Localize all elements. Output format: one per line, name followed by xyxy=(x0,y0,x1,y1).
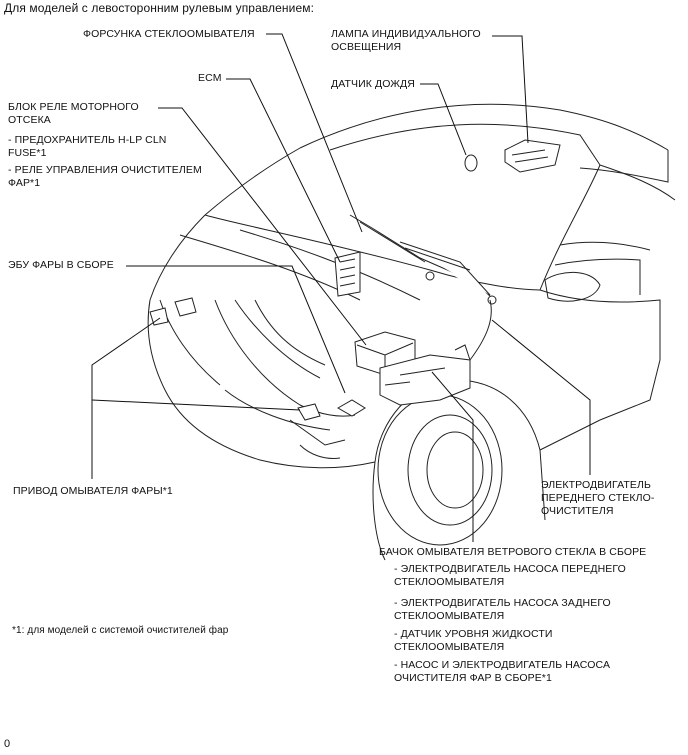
leader-lines xyxy=(91,33,591,542)
rain-sensor-part xyxy=(464,154,478,172)
component-parts xyxy=(149,139,561,421)
page-title: Для моделей с левосторонним рулевым упра… xyxy=(4,1,315,15)
label-tank-item3-line2: СТЕКЛООМЫВАТЕЛЯ xyxy=(394,641,505,653)
label-headlamp-ecu: ЭБУ ФАРЫ В СБОРЕ xyxy=(8,259,114,271)
label-tank-item3-line1: - ДАТЧИК УРОВНЯ ЖИДКОСТИ xyxy=(394,628,553,640)
leader-actuator-front xyxy=(91,399,301,411)
label-ecm: ECM xyxy=(198,72,222,84)
label-relay-block-line2: ОТСЕКА xyxy=(8,114,51,126)
label-relay-block-line1: БЛОК РЕЛЕ МОТОРНОГО xyxy=(8,101,139,113)
leader-washer-nozzle xyxy=(266,33,363,233)
label-washer-tank: БАЧОК ОМЫВАТЕЛЯ ВЕТРОВОГО СТЕКЛА В СБОРЕ xyxy=(379,546,647,558)
leader-ecm xyxy=(226,78,341,263)
leader-wiper-motor xyxy=(491,319,591,475)
washer-hose xyxy=(469,299,492,361)
label-fuse-line2: FUSE*1 xyxy=(8,147,47,159)
ecm-part xyxy=(334,251,361,297)
headlamp-ecu-part xyxy=(336,399,366,417)
label-fuse-line1: - ПРЕДОХРАНИТЕЛЬ H-LP CLN xyxy=(8,134,167,146)
label-room-lamp-line2: ОСВЕЩЕНИЯ xyxy=(331,41,402,53)
headlamp-washer-actuator-left xyxy=(149,307,169,326)
leader-actuator-left xyxy=(91,317,161,479)
label-rain-sensor: ДАТЧИК ДОЖДЯ xyxy=(331,78,415,90)
label-relay-line2: ФАР*1 xyxy=(8,177,41,189)
label-tank-item1-line2: СТЕКЛООМЫВАТЕЛЯ xyxy=(394,576,505,588)
page-marker: 0 xyxy=(4,738,11,750)
label-wiper-motor-line3: ОЧИСТИТЕЛЯ xyxy=(541,505,614,517)
label-washer-nozzle: ФОРСУНКА СТЕКЛООМЫВАТЕЛЯ xyxy=(83,28,255,40)
room-lamp-part xyxy=(504,139,561,173)
leader-rain-sensor xyxy=(420,83,467,156)
washer-tank-part xyxy=(379,344,471,406)
wiper-assembly xyxy=(349,214,497,305)
headlamp-left xyxy=(174,297,197,317)
leader-room-lamp xyxy=(492,35,529,144)
label-tank-item1-line1: - ЭЛЕКТРОДВИГАТЕЛЬ НАСОСА ПЕРЕДНЕГО xyxy=(394,563,626,575)
label-tank-item4-line1: - НАСОС И ЭЛЕКТРОДВИГАТЕЛЬ НАСОСА xyxy=(394,659,611,671)
label-room-lamp-line1: ЛАМПА ИНДИВИДУАЛЬНОГО xyxy=(331,28,481,40)
leader-relay-block xyxy=(158,107,367,346)
leader-washer-tank xyxy=(431,371,474,542)
leader-headlamp-ecu xyxy=(126,265,346,394)
label-wiper-motor-line2: ПЕРЕДНЕГО СТЕКЛО- xyxy=(541,492,655,504)
label-relay-line1: - РЕЛЕ УПРАВЛЕНИЯ ОЧИСТИТЕЛЕМ xyxy=(8,164,202,176)
label-tank-item2-line1: - ЭЛЕКТРОДВИГАТЕЛЬ НАСОСА ЗАДНЕГО xyxy=(394,597,611,609)
label-tank-item2-line2: СТЕКЛООМЫВАТЕЛЯ xyxy=(394,610,505,622)
footnote: *1: для моделей с системой очистителей ф… xyxy=(12,625,229,636)
label-wiper-motor-line1: ЭЛЕКТРОДВИГАТЕЛЬ xyxy=(541,479,651,491)
headlamp-washer-actuator-part xyxy=(297,403,321,421)
label-headlamp-washer-actuator: ПРИВОД ОМЫВАТЕЛЯ ФАРЫ*1 xyxy=(13,485,173,497)
label-tank-item4-line2: ОЧИСТИТЕЛЯ ФАР В СБОРЕ*1 xyxy=(394,672,552,684)
